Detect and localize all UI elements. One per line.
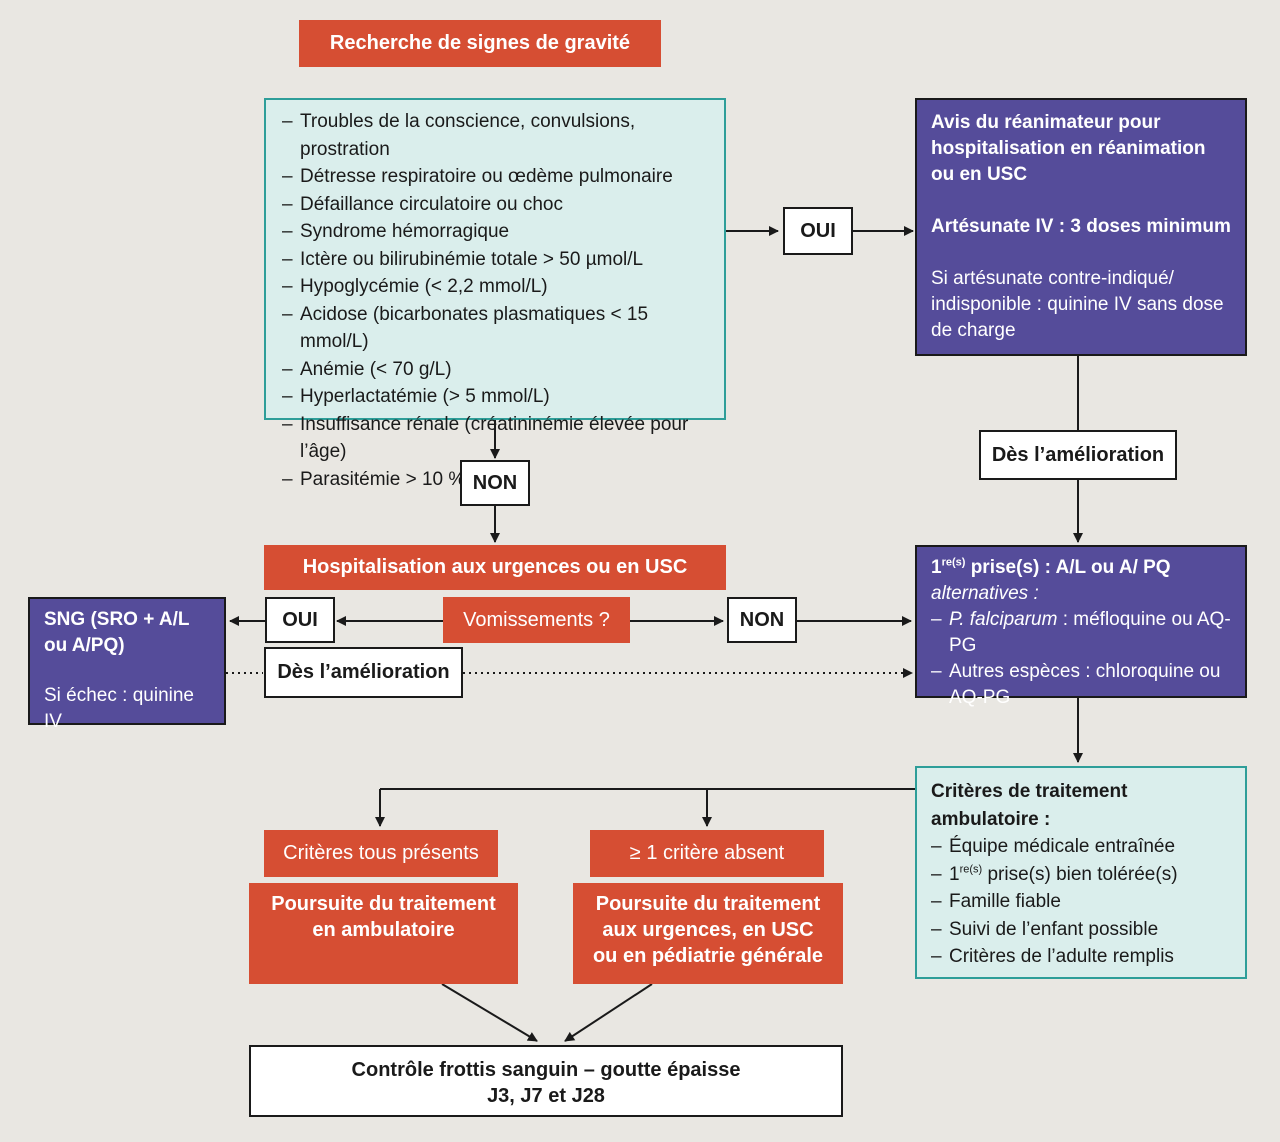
sng-failure: Si échec : quinine IV: [44, 685, 194, 732]
list-item: Défaillance circulatoire ou choc: [282, 191, 710, 219]
criteria-heading: Critères de traitement ambulatoire :: [931, 781, 1128, 830]
icu-alternative: Si artésunate contre-indiqué/ indisponib…: [931, 268, 1224, 341]
sng-treatment: SNG (SRO + A/L ou A/PQ): [44, 609, 190, 656]
outpatient-text: Poursuite du traitement en ambulatoire: [271, 893, 496, 941]
criteria-absent-text: ≥ 1 critère absent: [629, 842, 785, 864]
improvement-label-middle: Dès l’amélioration: [264, 647, 463, 698]
list-item: Troubles de la conscience, convulsions, …: [282, 108, 710, 163]
alternatives-list: P. falciparum : méfloquine ou AQ-PG Autr…: [931, 607, 1231, 711]
list-item: Détresse respiratoire ou œdème pulmonair…: [282, 163, 710, 191]
oui-text: OUI: [800, 219, 836, 242]
oui-text: OUI: [282, 608, 318, 631]
list-item: Suivi de l’enfant possible: [931, 916, 1231, 944]
non-text: NON: [739, 608, 785, 631]
criteria-present-box: Critères tous présents: [264, 830, 498, 877]
icu-advice: Avis du réanimateur pour hospitalisation…: [931, 112, 1206, 185]
improvement-text: Dès l’amélioration: [991, 443, 1165, 466]
non-label-middle: NON: [727, 597, 797, 643]
oui-label-top: OUI: [783, 207, 853, 255]
arrow-inpatient-to-control: [564, 983, 653, 1042]
arrow-outpatient-to-control: [441, 983, 538, 1042]
control-days: J3, J7 et J28: [487, 1085, 605, 1107]
alternatives-label: alternatives :: [931, 583, 1039, 604]
criteria-present-text: Critères tous présents: [283, 842, 479, 864]
improvement-text: Dès l’amélioration: [277, 661, 450, 683]
non-label-top: NON: [460, 460, 530, 506]
inpatient-treatment-box: Poursuite du traitement aux urgences, en…: [573, 883, 843, 984]
list-item: 1re(s) prise(s) bien tolérée(s): [931, 861, 1231, 889]
list-item: Critères de l’adulte remplis: [931, 943, 1231, 971]
list-item: Anémie (< 70 g/L): [282, 356, 710, 384]
list-item: Autres espèces : chloroquine ou AQ-PG: [931, 659, 1231, 711]
list-item: Syndrome hémorragique: [282, 218, 710, 246]
list-item: P. falciparum : méfloquine ou AQ-PG: [931, 607, 1231, 659]
inpatient-text: Poursuite du traitement aux urgences, en…: [592, 893, 824, 967]
list-item: Parasitémie > 10 %: [282, 466, 710, 494]
list-item: Équipe médicale entraînée: [931, 833, 1231, 861]
list-item: Hypoglycémie (< 2,2 mmol/L): [282, 273, 710, 301]
outpatient-criteria-box: Critères de traitement ambulatoire : Équ…: [915, 766, 1247, 979]
icu-box: Avis du réanimateur pour hospitalisation…: [915, 98, 1247, 356]
vomiting-text: Vomissements ?: [463, 608, 610, 631]
control-test: Contrôle frottis sanguin – goutte épaiss…: [351, 1059, 741, 1081]
non-text: NON: [472, 471, 518, 494]
list-item: Hyperlactatémie (> 5 mmol/L): [282, 383, 710, 411]
oui-label-middle: OUI: [265, 597, 335, 643]
hospitalisation-box: Hospitalisation aux urgences ou en USC: [264, 545, 726, 590]
criteria-list: Équipe médicale entraînée 1re(s) prise(s…: [931, 833, 1231, 971]
list-item: Famille fiable: [931, 888, 1231, 916]
first-dose-heading: 1re(s) prise(s) : A/L ou A/ PQ: [931, 556, 1171, 578]
severity-signs-list: Troubles de la conscience, convulsions, …: [282, 108, 710, 493]
improvement-label-right: Dès l’amélioration: [979, 430, 1177, 480]
criteria-absent-box: ≥ 1 critère absent: [590, 830, 824, 877]
sng-box: SNG (SRO + A/L ou A/PQ) Si échec : quini…: [28, 597, 226, 732]
control-box: Contrôle frottis sanguin – goutte épaiss…: [249, 1045, 843, 1117]
icu-artesunate: Artésunate IV : 3 doses minimum: [931, 216, 1231, 237]
list-item: Insuffisance rénale (créatininémie élevé…: [282, 411, 710, 466]
list-item: Acidose (bicarbonates plasmatiques < 15 …: [282, 301, 710, 356]
title-text: Recherche de signes de gravité: [329, 32, 631, 54]
hospitalisation-text: Hospitalisation aux urgences ou en USC: [302, 556, 688, 578]
severity-signs-box: Troubles de la conscience, convulsions, …: [264, 98, 726, 493]
list-item: Ictère ou bilirubinémie totale > 50 µmol…: [282, 246, 710, 274]
title-box: Recherche de signes de gravité: [299, 20, 661, 67]
vomiting-question-box: Vomissements ?: [443, 597, 630, 643]
outpatient-treatment-box: Poursuite du traitement en ambulatoire: [249, 883, 518, 984]
first-dose-box: 1re(s) prise(s) : A/L ou A/ PQ alternati…: [915, 545, 1247, 708]
